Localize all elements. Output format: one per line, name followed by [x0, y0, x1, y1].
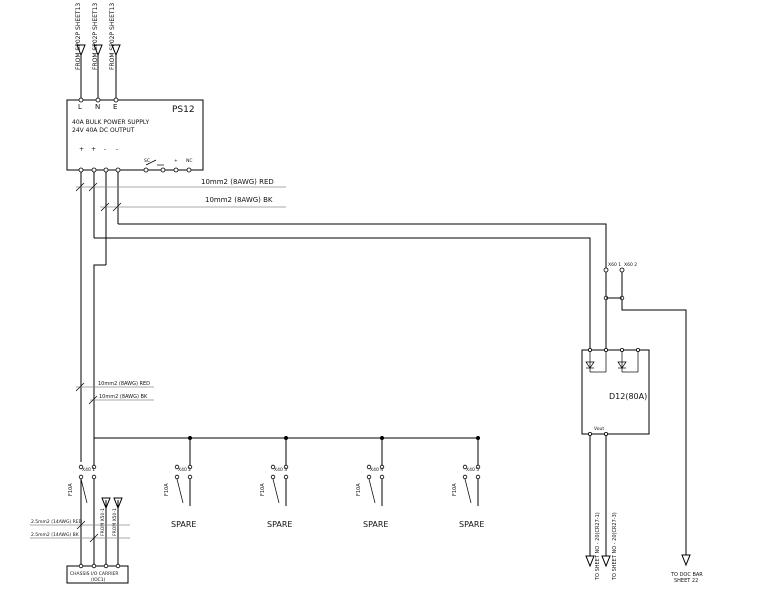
- fuse-5-spare: SPARE: [459, 520, 484, 529]
- ioc-from-1: FROM X50-1: [100, 508, 106, 536]
- fuse-1-rating: F10A: [68, 483, 74, 496]
- fuse-1-term: X40 1: [82, 467, 95, 473]
- ps12-term-n: N: [95, 103, 100, 111]
- cable-label-red-branch: 10mm2 (8AWG) RED: [98, 381, 150, 387]
- fuse-2-rating: F10A: [164, 483, 170, 496]
- outgoing-right: TO SHEET NO - 20(CR27-3): [612, 512, 618, 581]
- d12-tag: D12(80A): [609, 392, 647, 401]
- ioc-title: CHASSIS I/O CARRIER: [70, 571, 119, 577]
- fuse-2: X40 2 F10A SPARE: [164, 438, 196, 529]
- ps12-out-2: +: [91, 146, 96, 153]
- fuse-4-spare: SPARE: [363, 520, 388, 529]
- fuse-3-term: X40 3: [274, 467, 287, 473]
- fuse-4: X40 4 F10A SPARE: [356, 438, 388, 529]
- d12-vout: Vout: [594, 426, 604, 432]
- cable-label-bk-main: 10mm2 (8AWG) BK: [205, 196, 273, 204]
- d12-term-1: X60 1: [608, 262, 621, 268]
- ps12-desc-1: 40A BULK POWER SUPPLY: [72, 119, 149, 126]
- ps12-term-l: L: [78, 103, 82, 111]
- ps12-desc-2: 24V 40A DC OUTPUT: [72, 127, 135, 134]
- ps12-status-nc: NC: [186, 158, 193, 164]
- ps12-out-3: -: [104, 146, 106, 153]
- ps12-out-4: -: [116, 146, 118, 153]
- d12-term-2: X60 2: [624, 262, 637, 268]
- outgoing-doc-bar: TO DOC BAR SHEET 22: [670, 554, 703, 584]
- fuse-4-rating: F10A: [356, 483, 362, 496]
- ps12-out-1: +: [79, 146, 84, 153]
- fuse-4-term: X40 4: [370, 467, 383, 473]
- ioc-carrier: FROM X50-1 FROM X50-1 2.5mm2 (14AWG) RED…: [30, 479, 130, 584]
- cable-label-red-small: 2.5mm2 (14AWG) RED: [31, 519, 83, 525]
- outgoing-left: TO SHEET NO - 20(CR27-1): [595, 512, 601, 581]
- ps12-term-e: E: [113, 103, 117, 111]
- incoming-feed-n: FROM SP02P SHEET13: [92, 3, 103, 98]
- fuse-3: X40 3 F10A SPARE: [260, 438, 292, 529]
- incoming-label-l: FROM SP02P SHEET13: [75, 3, 82, 70]
- doc-bar-line2: SHEET 22: [674, 578, 698, 584]
- fuse-5-term: X40 5: [466, 467, 479, 473]
- ps12-power-supply: L N E PS12 40A BULK POWER SUPPLY 24V 40A…: [66, 97, 204, 173]
- distribution-bus: [94, 436, 480, 440]
- ioc-from-2: FROM X50-1: [112, 508, 118, 536]
- fuse-3-spare: SPARE: [267, 520, 292, 529]
- incoming-label-e: FROM SP02P SHEET13: [109, 3, 116, 70]
- outgoing-feed-right: TO SHEET NO - 20(CR27-3): [601, 436, 618, 581]
- fuse-1: X40 1 F10A: [68, 438, 97, 566]
- outgoing-feed-left: TO SHEET NO - 20(CR27-1): [585, 436, 601, 581]
- cable-label-red-main: 10mm2 (8AWG) RED: [201, 178, 274, 186]
- ioc-sub: (IOC1): [91, 577, 106, 583]
- ps12-status-plus: +: [174, 158, 178, 164]
- fuse-3-rating: F10A: [260, 483, 266, 496]
- diode-module-d12: X60 1 X60 2 D12(80A) Vout: [581, 262, 687, 555]
- cable-label-bk-branch: 10mm2 (8AWG) BK: [99, 394, 148, 400]
- fuse-2-spare: SPARE: [171, 520, 196, 529]
- main-cable-wires: 10mm2 (8AWG) RED 10mm2 (8AWG) BK 10mm2 (…: [75, 172, 607, 462]
- incoming-feed-e: FROM SP02P SHEET13: [109, 3, 121, 98]
- cable-label-bk-small: 2.5mm2 (14AWG) BK: [31, 532, 80, 538]
- ps12-status-sc: SC: [144, 158, 150, 164]
- incoming-feed-l: FROM SP02P SHEET13: [75, 3, 86, 98]
- doc-bar-line1: TO DOC BAR: [670, 572, 703, 578]
- fuse-5-rating: F10A: [452, 483, 458, 496]
- incoming-label-n: FROM SP02P SHEET13: [92, 3, 99, 70]
- ps12-tag: PS12: [172, 105, 195, 115]
- fuse-2-term: X40 2: [178, 467, 191, 473]
- fuse-5: X40 5 F10A SPARE: [452, 438, 484, 529]
